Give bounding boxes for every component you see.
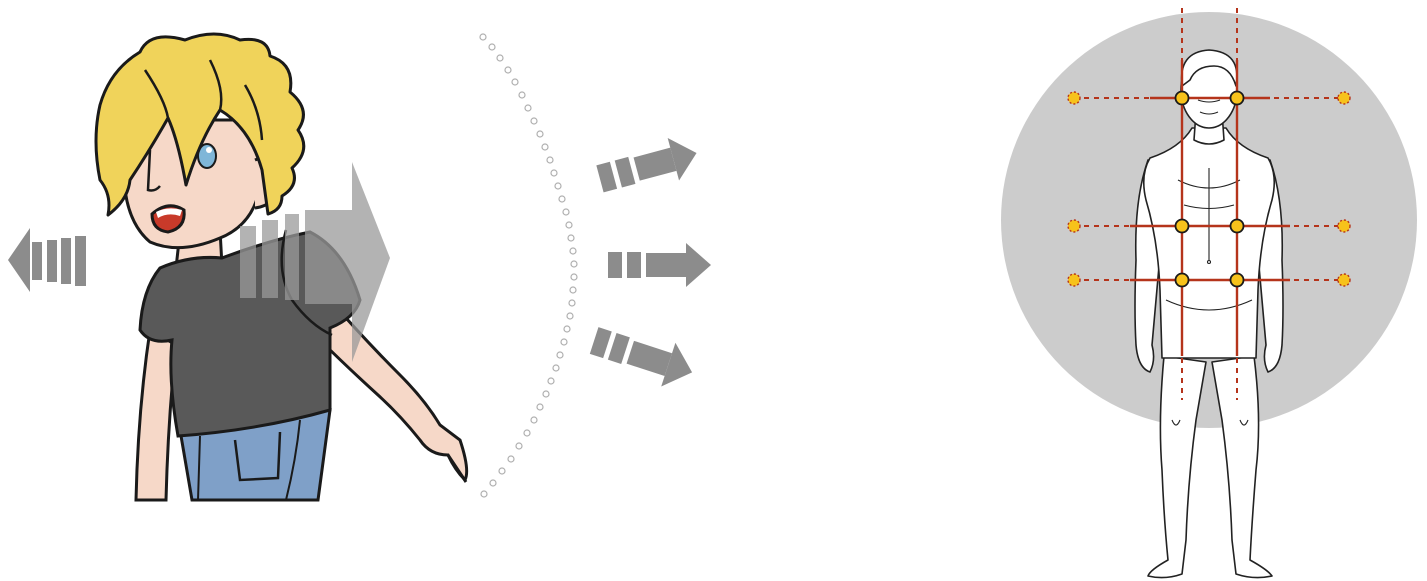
body-proportion-figure bbox=[1001, 8, 1417, 578]
cartoon-boy bbox=[8, 34, 467, 500]
arrow-down-right-icon bbox=[587, 319, 699, 395]
arrow-up-right-icon bbox=[594, 132, 702, 200]
arrow-right-icon bbox=[608, 243, 711, 287]
dotted-arc bbox=[480, 34, 577, 497]
arrow-left-icon bbox=[8, 228, 86, 292]
